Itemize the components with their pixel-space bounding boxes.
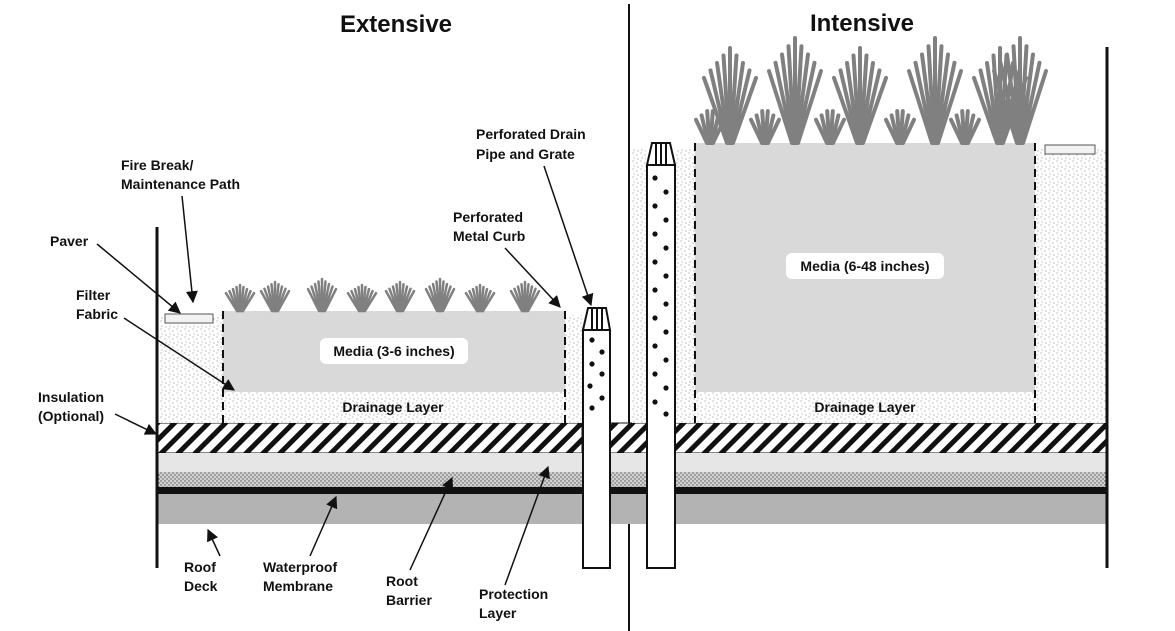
plants-intensive xyxy=(694,36,1048,145)
paver-intensive xyxy=(1044,144,1096,155)
root-barrier-arrow xyxy=(409,476,453,571)
media-intensive-label: Media (6-48 inches) xyxy=(800,258,929,274)
root-barrier-label: Root Barrier xyxy=(386,573,432,608)
drain-pipe-right xyxy=(645,142,677,569)
roof-layers-right xyxy=(674,422,1108,524)
protection-layer-arrow xyxy=(504,465,550,586)
roof-deck-label: Roof Deck xyxy=(184,559,220,594)
fire-break-arrow xyxy=(181,195,198,304)
media-extensive-label: Media (3-6 inches) xyxy=(333,343,454,359)
extensive-title: Extensive xyxy=(340,11,452,38)
roof-layers-left xyxy=(156,422,648,524)
perforated-metal-curb-label: Perforated Metal Curb xyxy=(453,209,527,244)
filter-fabric-arrow xyxy=(123,317,236,391)
perforated-metal-curb-arrow xyxy=(504,247,561,308)
media-extensive-label-group: Media (3-6 inches) xyxy=(320,338,468,364)
drain-pipe-left xyxy=(581,307,612,569)
drainage-intensive-label: Drainage Layer xyxy=(814,399,916,415)
paver-arrow xyxy=(96,243,181,314)
waterproof-membrane-label: Waterproof Membrane xyxy=(263,559,341,594)
insulation-label: Insulation (Optional) xyxy=(38,389,108,424)
intensive-title: Intensive xyxy=(810,10,914,37)
filter-fabric-label: Filter Fabric xyxy=(76,287,118,322)
intensive-fill xyxy=(632,143,1107,423)
protection-layer-label: Protection Layer xyxy=(479,586,552,621)
waterproof-membrane-arrow xyxy=(309,495,338,557)
perforated-drain-pipe-label: Perforated Drain Pipe and Grate xyxy=(476,126,590,162)
insulation-arrow xyxy=(114,413,158,435)
drainage-extensive-label: Drainage Layer xyxy=(342,399,444,415)
paver-extensive xyxy=(164,313,214,324)
plants-extensive xyxy=(224,277,541,313)
perforated-drain-pipe-arrow xyxy=(543,165,594,307)
media-intensive-label-group: Media (6-48 inches) xyxy=(786,253,944,279)
paver-label: Paver xyxy=(50,233,89,249)
roof-deck-arrow xyxy=(207,528,221,557)
fire-break-label: Fire Break/ Maintenance Path xyxy=(121,157,240,192)
